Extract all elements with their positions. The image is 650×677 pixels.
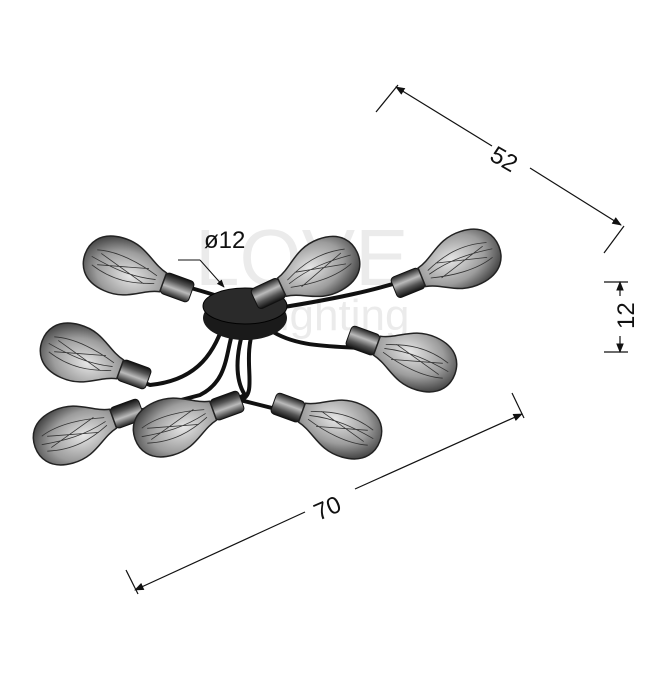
bulb-top-left <box>74 226 202 320</box>
bulb-bottom-left <box>24 381 152 475</box>
svg-text:lighting: lighting <box>270 291 409 340</box>
width-dimension <box>125 392 525 595</box>
depth-label: 52 <box>485 141 522 178</box>
base-diameter-label: ø12 <box>204 227 245 254</box>
height-label: 12 <box>613 302 640 329</box>
width-label: 70 <box>310 491 345 527</box>
base-diameter-leader <box>178 259 225 288</box>
height-dimension <box>604 281 628 353</box>
bulb-left <box>31 313 159 407</box>
depth-dimension <box>375 84 625 254</box>
bulb-bottom-right <box>263 375 391 469</box>
